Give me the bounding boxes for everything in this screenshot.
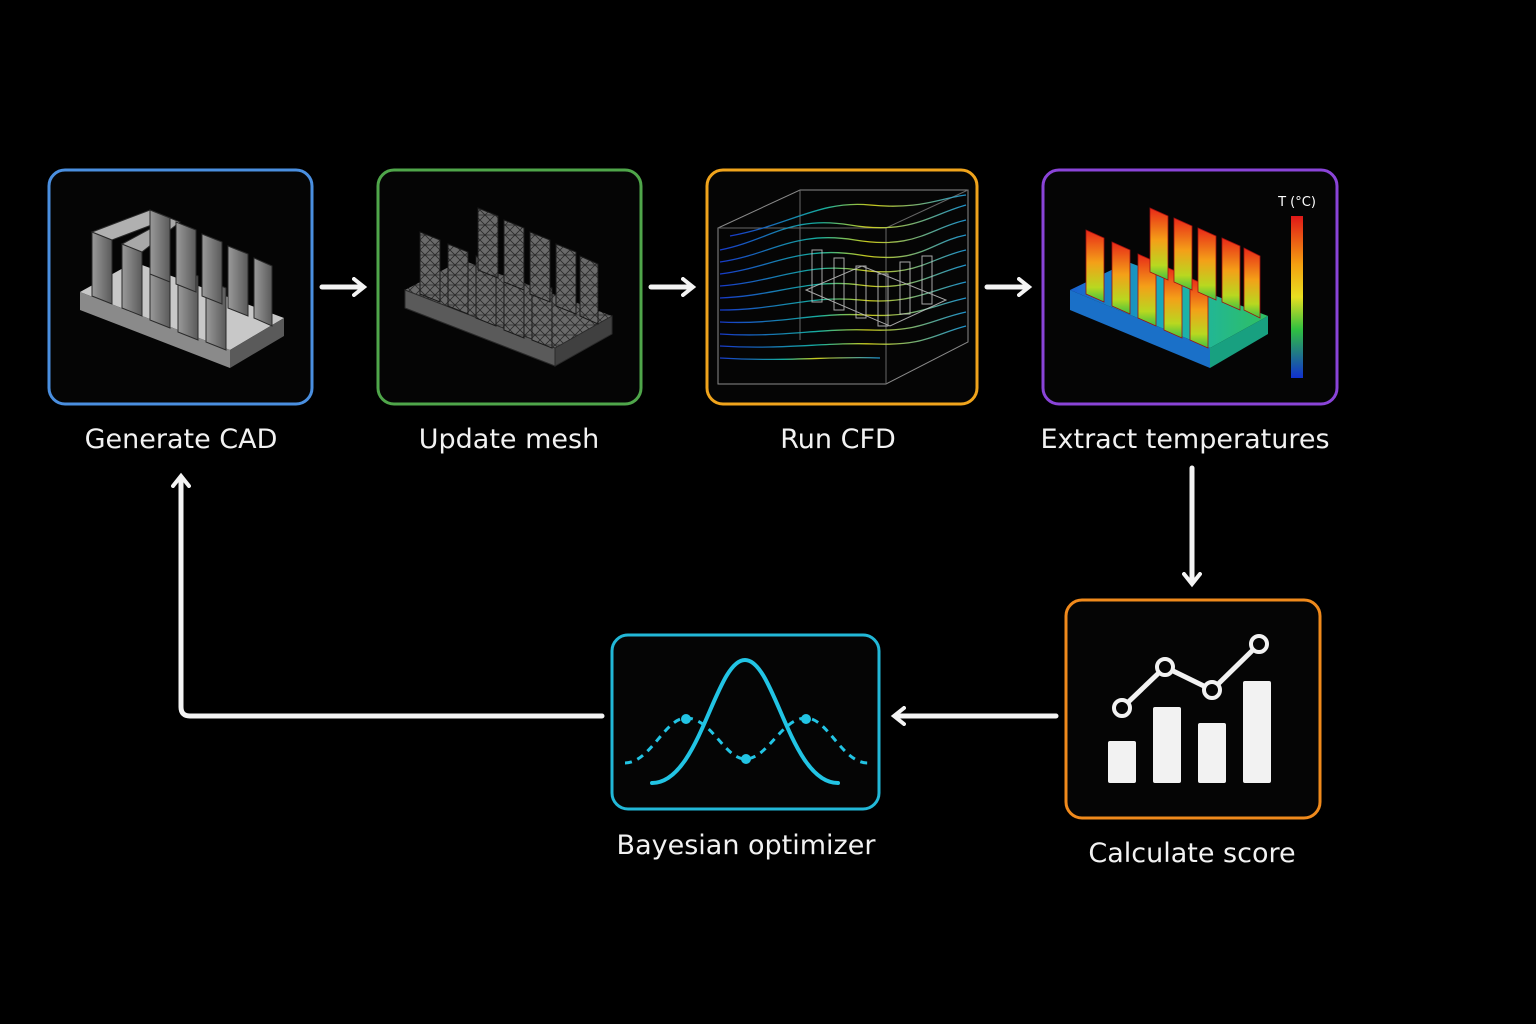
bar-line-chart-icon bbox=[1108, 634, 1271, 783]
label-extract-temperatures: Extract temperatures bbox=[1040, 424, 1329, 455]
gaussian-curve-icon bbox=[624, 657, 869, 785]
label-generate-cad: Generate CAD bbox=[85, 424, 278, 455]
label-bayesian-optimizer: Bayesian optimizer bbox=[617, 830, 877, 861]
colorbar-label: T (°C) bbox=[1277, 195, 1316, 210]
heatsink-mesh-icon bbox=[404, 207, 613, 367]
heatsink-solid-icon bbox=[80, 209, 284, 368]
step-calculate-score bbox=[1064, 598, 1322, 820]
step-extract-temperatures: T (°C) bbox=[1041, 168, 1339, 406]
step-run-cfd bbox=[705, 168, 979, 406]
step-box bbox=[1064, 598, 1322, 820]
arrow-optimizer-to-cad bbox=[171, 472, 605, 719]
label-calculate-score: Calculate score bbox=[1088, 838, 1295, 869]
label-update-mesh: Update mesh bbox=[419, 424, 599, 455]
heatsink-thermal-icon bbox=[1070, 207, 1268, 368]
step-update-mesh bbox=[376, 168, 643, 406]
cfd-streamlines-icon bbox=[717, 189, 969, 385]
label-run-cfd: Run CFD bbox=[780, 424, 896, 455]
step-generate-cad bbox=[47, 168, 314, 406]
connector-arrows bbox=[171, 277, 1202, 726]
temperature-colorbar: T (°C) bbox=[1277, 195, 1316, 378]
step-bayesian-optimizer bbox=[610, 633, 881, 811]
